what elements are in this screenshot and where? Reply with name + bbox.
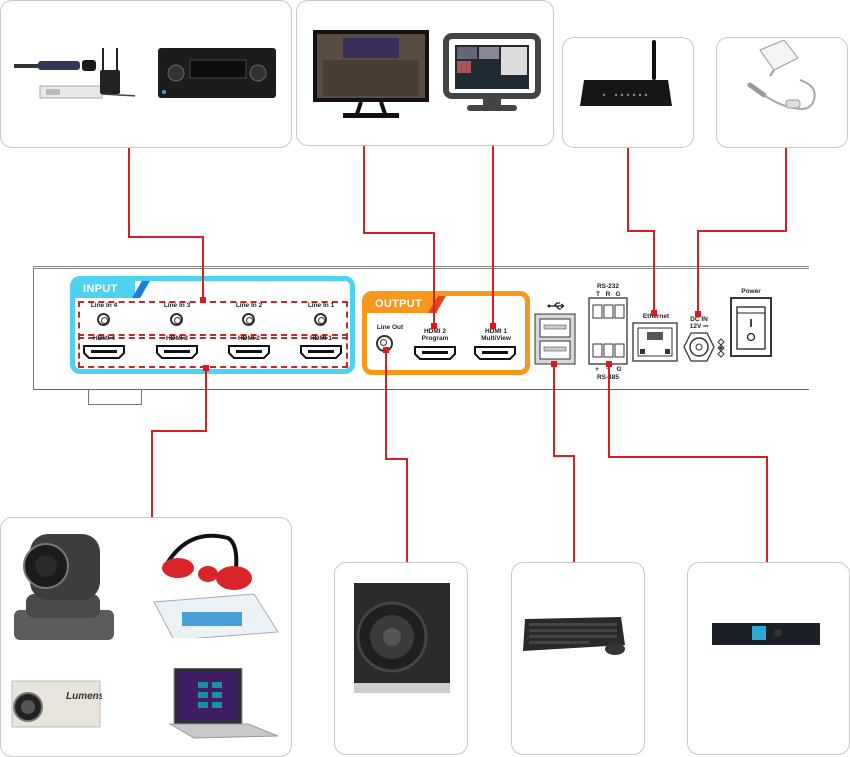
ptz-camera-icon bbox=[14, 534, 114, 640]
line-in-4-jack bbox=[97, 313, 110, 326]
output-group: OUTPUT bbox=[362, 291, 530, 375]
dot-usb bbox=[551, 361, 557, 367]
dot-hdmi-1-multiview bbox=[490, 323, 496, 329]
label-hdmi-2: HDMI 2 bbox=[237, 335, 261, 342]
label-line-in-1: Line In 1 bbox=[307, 302, 335, 309]
rs232-pin-t: T bbox=[596, 291, 600, 298]
output-group-header: OUTPUT bbox=[367, 296, 437, 313]
dot-line-in bbox=[200, 297, 206, 303]
rs232-rs485-terminal-block bbox=[588, 297, 628, 365]
power-switch bbox=[730, 297, 772, 357]
power-adapter-icon bbox=[747, 40, 816, 110]
label-hdmi-2-program: Program bbox=[421, 335, 449, 342]
label-line-in-2: Line In 2 bbox=[235, 302, 263, 309]
av-receiver-icon bbox=[158, 48, 276, 98]
input-group-header: INPUT bbox=[75, 281, 135, 298]
wire-program-monitor bbox=[363, 146, 435, 328]
label-hdmi-2-output: HDMI 2 bbox=[423, 328, 447, 335]
subwoofer-icon bbox=[354, 583, 450, 693]
wire-line-out-subwoofer bbox=[385, 352, 408, 562]
keyboard-mouse-icon bbox=[523, 617, 625, 655]
control-system-icon bbox=[712, 623, 820, 645]
multiview-monitor-icon bbox=[443, 33, 541, 111]
rs485-pin-g: G bbox=[616, 366, 622, 373]
rs232-pin-g: G bbox=[615, 291, 621, 298]
dot-rs485 bbox=[606, 361, 612, 367]
device-foot bbox=[88, 390, 142, 405]
hdmi-4-port-icon bbox=[83, 345, 125, 359]
hdmi-1-port-icon bbox=[300, 345, 342, 359]
label-line-in-4: Line In 4 bbox=[90, 302, 118, 309]
wire-rs485-control bbox=[608, 365, 768, 562]
label-ethernet: Ethernet bbox=[642, 313, 670, 320]
device-rear-panel bbox=[33, 266, 809, 390]
rs485-pin-plus: + bbox=[595, 366, 599, 373]
document-camera-icon bbox=[153, 533, 279, 638]
dc-in-jack-icon bbox=[683, 332, 725, 362]
program-monitor-icon bbox=[313, 30, 429, 118]
label-hdmi-1-output: HDMI 1 bbox=[484, 328, 508, 335]
wire-audio-to-line-in bbox=[128, 148, 204, 300]
label-dc-in-voltage: 12V ⎓ bbox=[689, 323, 709, 330]
card-control-system bbox=[687, 562, 850, 755]
line-in-1-jack bbox=[314, 313, 327, 326]
laptop-icon bbox=[168, 668, 279, 739]
dot-ethernet bbox=[651, 310, 657, 316]
output-group-title: OUTPUT bbox=[375, 298, 423, 310]
hdmi-2-port-icon bbox=[228, 345, 270, 359]
label-power: Power bbox=[741, 288, 761, 295]
usb-ports bbox=[534, 313, 576, 365]
hdmi-1-multiview-port-icon bbox=[474, 346, 516, 360]
wire-power-adapter-dc bbox=[697, 148, 787, 315]
router-icon bbox=[580, 40, 672, 106]
dot-hdmi-inputs bbox=[203, 365, 209, 371]
label-line-out: Line Out bbox=[376, 324, 404, 331]
input-line-dash-region bbox=[78, 301, 348, 339]
dot-hdmi-2-program bbox=[431, 323, 437, 329]
input-hdmi-dash-region bbox=[78, 334, 348, 368]
box-camera-brand: Lumens bbox=[66, 691, 102, 702]
line-in-2-jack bbox=[242, 313, 255, 326]
label-hdmi-1-multiview: MultiView bbox=[481, 335, 511, 342]
hdmi-2-program-port-icon bbox=[414, 346, 456, 360]
line-in-3-jack bbox=[170, 313, 183, 326]
card-keyboard bbox=[511, 562, 645, 755]
label-line-in-3: Line In 3 bbox=[163, 302, 191, 309]
input-group-title: INPUT bbox=[83, 283, 118, 295]
wireless-microphone-icon bbox=[14, 48, 135, 99]
label-hdmi-4: HDMI 4 bbox=[92, 335, 116, 342]
label-rs485: RS-485 bbox=[596, 374, 620, 381]
usb-icon bbox=[547, 302, 565, 310]
dot-line-out bbox=[383, 347, 389, 353]
dot-dc-in bbox=[695, 311, 701, 317]
rs485-pin-minus: − bbox=[606, 366, 610, 373]
label-hdmi-1: HDMI 1 bbox=[309, 335, 333, 342]
wire-router-ethernet bbox=[627, 148, 655, 314]
label-dc-in: DC IN bbox=[690, 316, 708, 323]
hdmi-3-port-icon bbox=[156, 345, 198, 359]
box-camera-icon: Lumens bbox=[11, 680, 102, 728]
label-hdmi-3: HDMI 3 bbox=[165, 335, 189, 342]
ethernet-port-icon bbox=[632, 322, 678, 362]
wire-hdmi-to-video-sources bbox=[151, 368, 207, 517]
wire-usb-keyboard bbox=[553, 365, 575, 562]
label-rs232: RS-232 bbox=[596, 283, 620, 290]
rs232-pin-r: R bbox=[605, 291, 611, 298]
